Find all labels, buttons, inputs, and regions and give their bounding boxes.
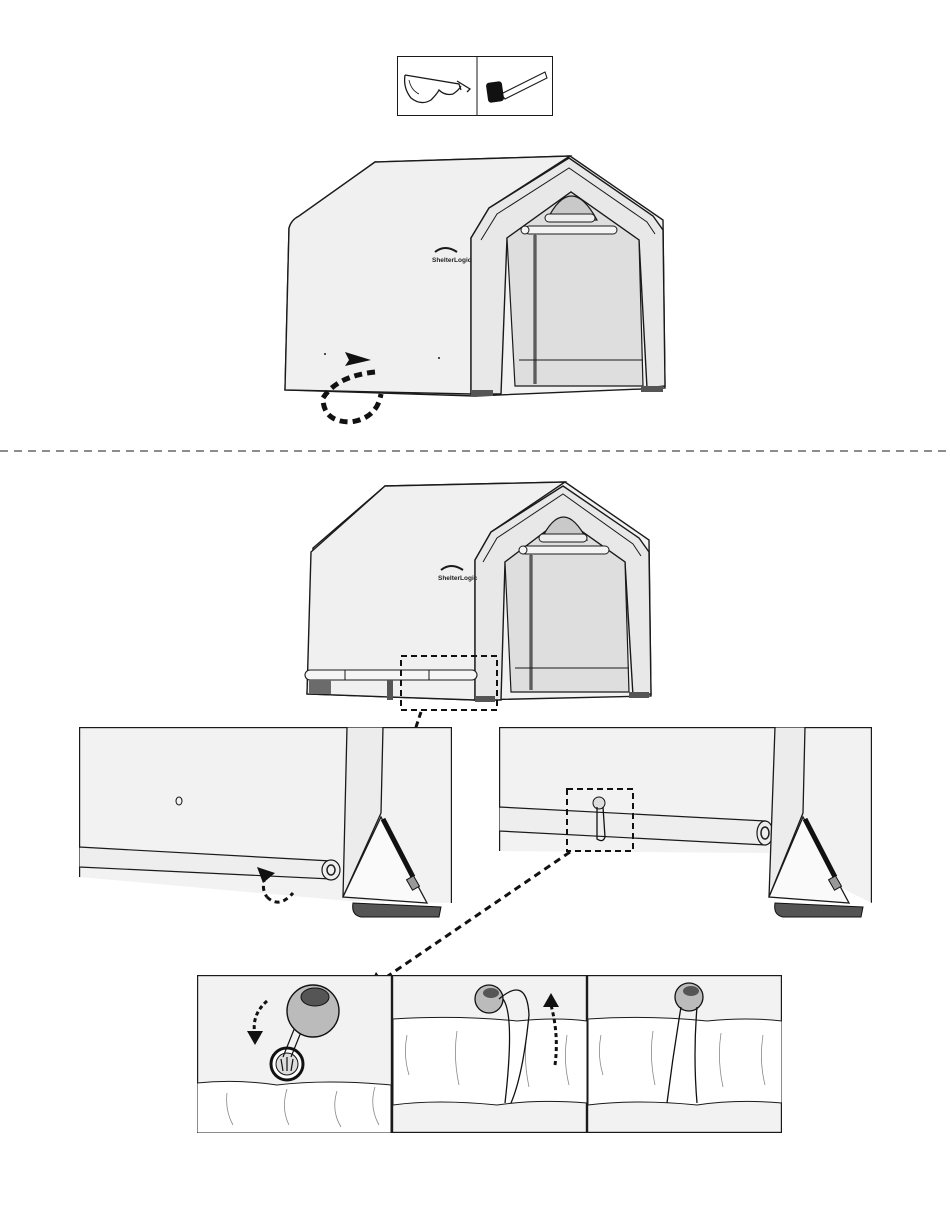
bungee-step-2: [393, 976, 588, 1133]
shed-diagram-bottom: ShelterLogic: [295, 478, 665, 728]
shed-diagram-top: ShelterLogic: [275, 150, 675, 430]
bungee-steps-strip: [197, 975, 782, 1133]
bungee-step-1: [197, 976, 392, 1134]
tools-box: [397, 56, 553, 116]
section-divider: [0, 449, 950, 453]
bungee-step-3: [588, 976, 783, 1133]
brand-label-2: ShelterLogic: [438, 575, 478, 582]
brand-label: ShelterLogic: [432, 257, 472, 264]
